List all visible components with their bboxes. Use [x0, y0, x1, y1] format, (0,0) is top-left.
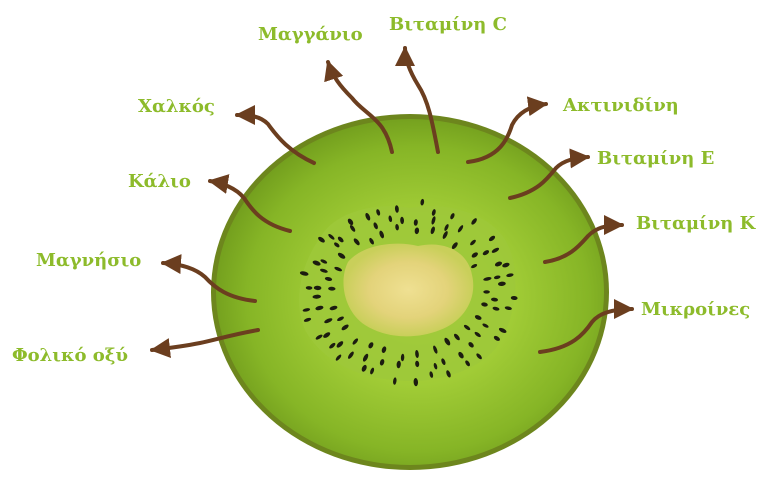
label-copper: Χαλκός — [138, 96, 215, 118]
kiwi-core — [343, 244, 473, 337]
label-folic-acid: Φολικό οξύ — [12, 345, 128, 367]
label-vitamin-k: Βιταμίνη Κ — [636, 213, 755, 235]
label-potassium: Κάλιο — [128, 171, 191, 193]
kiwi-seed — [483, 290, 490, 293]
kiwi-slice — [211, 114, 609, 470]
label-vitamin-c: Βιταμίνη C — [389, 14, 507, 36]
label-manganese: Μαγγάνιο — [258, 24, 363, 46]
label-fiber: Μικροίνες — [641, 299, 750, 321]
label-actinidin: Ακτινιδίνη — [563, 95, 679, 117]
label-magnesium: Μαγνήσιο — [36, 250, 141, 272]
arrow-copper — [237, 115, 314, 163]
label-vitamin-e: Βιταμίνη Ε — [597, 148, 714, 170]
